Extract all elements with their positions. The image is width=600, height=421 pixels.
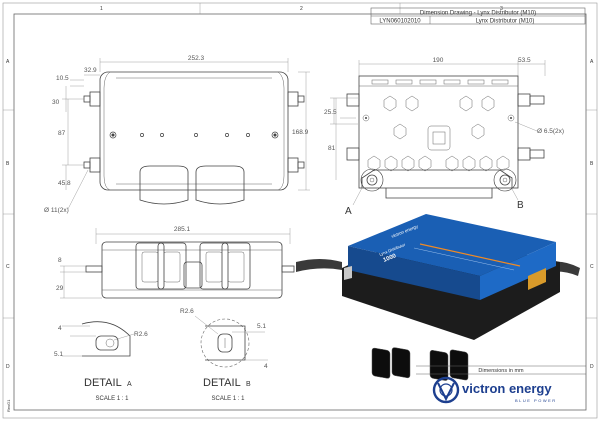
detail-a: 4 R2.6 5.1 DETAIL A SCALE 1 : 1: [54, 321, 148, 402]
dim-top-height: 168.9: [292, 129, 309, 136]
dim-stud-width: 32.9: [84, 67, 97, 74]
dim-front-y2: 81: [328, 145, 336, 152]
callout-a: A: [345, 206, 352, 217]
detail-a-label: DETAIL: [84, 377, 122, 389]
zone-left-b: B: [6, 161, 10, 167]
detail-a-dim-r: R2.6: [134, 331, 148, 338]
logo-tagline: BLUE POWER: [515, 398, 557, 403]
part-number: LYN060102010: [379, 19, 421, 25]
detail-a-dim-4: 4: [58, 325, 62, 332]
callout-b: B: [517, 200, 524, 211]
zone-left-d: D: [6, 364, 10, 370]
side-view: 285.1 8 29: [56, 226, 295, 299]
detail-a-scale: SCALE 1 : 1: [95, 396, 129, 402]
front-view: 190 53.5: [324, 57, 564, 217]
detail-b: R2.6 5.1 4 DETAIL B SCALE 1 : 1: [180, 308, 268, 402]
inner-border: [13, 13, 587, 411]
zone-right-b: B: [590, 161, 594, 167]
zone-top-1: 1: [100, 6, 103, 12]
dim-front-y1: 25.5: [324, 109, 337, 116]
units-note: Dimensions in mm: [478, 368, 524, 374]
detail-b-dim-51: 5.1: [257, 323, 266, 330]
detail-b-dim-4: 4: [264, 363, 268, 370]
dim-front-edge: 53.5: [518, 57, 531, 64]
detail-b-letter: B: [246, 381, 251, 388]
revision-label: RevG1: [6, 399, 11, 412]
zone-left-a: A: [6, 59, 10, 65]
dim-side-b: 29: [56, 285, 64, 292]
logo-text: victron energy: [462, 381, 552, 396]
product-photo: victron energy Lynx Distributor 1000: [296, 214, 580, 381]
drawing-title: Dimension Drawing - Lynx Distributor (M1…: [420, 11, 536, 17]
detail-b-dim-r: R2.6: [180, 308, 194, 315]
title-block: Dimension Drawing - Lynx Distributor (M1…: [370, 7, 586, 25]
dim-front-hole: Ø 6.5(2x): [537, 128, 564, 135]
detail-a-letter: A: [127, 381, 132, 388]
zone-right-d: D: [590, 364, 594, 370]
dim-side-width: 285.1: [174, 226, 191, 233]
victron-logo-icon: [432, 376, 460, 404]
product-number-text: 1000: [383, 253, 398, 264]
dim-top-width: 252.3: [188, 55, 205, 62]
zone-right-a: A: [590, 59, 594, 65]
detail-b-label: DETAIL: [203, 377, 241, 389]
zone-left-c: C: [6, 264, 10, 270]
zone-top-2: 2: [300, 6, 303, 12]
zone-right-c: C: [590, 264, 594, 270]
dim-stud-offset: 10.5: [56, 75, 69, 82]
dim-front-width: 190: [433, 57, 444, 64]
dim-upper-stud: 30: [52, 99, 60, 106]
product-name: Lynx Distributor (M10): [476, 19, 535, 25]
detail-a-dim-51: 5.1: [54, 351, 63, 358]
footer-block: Dimensions in mm victron energy BLUE POW…: [416, 365, 586, 404]
detail-b-scale: SCALE 1 : 1: [211, 396, 245, 402]
dim-stud-spacing: 87: [58, 130, 66, 137]
dim-side-a: 8: [58, 257, 62, 264]
zone-top-3: 3: [500, 6, 503, 12]
dim-lower-stud: 45.8: [58, 180, 71, 187]
dim-hole-diameter: Ø 11(2x): [44, 207, 69, 214]
top-view: 252.3 32.9 10.5: [44, 55, 310, 214]
